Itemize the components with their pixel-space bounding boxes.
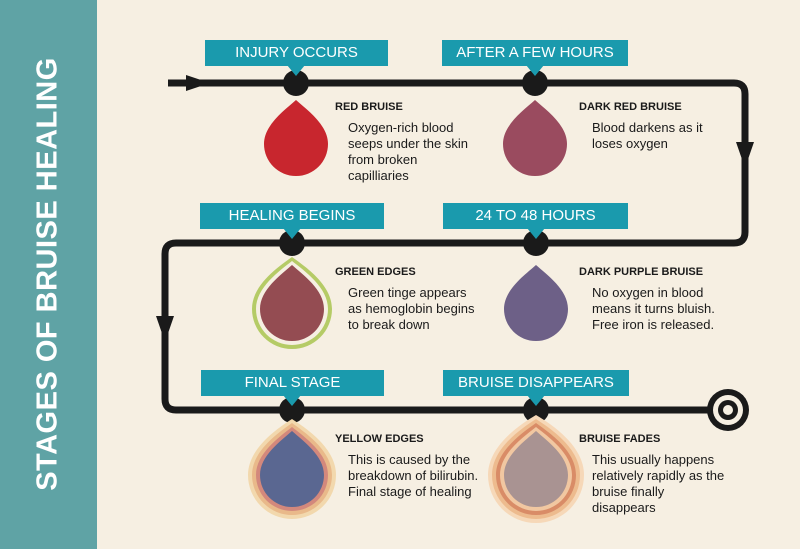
stage-label-after-a-few-hours: AFTER A FEW HOURS bbox=[442, 40, 628, 66]
stage-label-injury-occurs: INJURY OCCURS bbox=[205, 40, 388, 66]
stage-desc-yellow-edges: This is caused by the breakdown of bilir… bbox=[348, 452, 479, 499]
stage-label-text: HEALING BEGINS bbox=[228, 207, 356, 224]
stage-label-text: AFTER A FEW HOURS bbox=[456, 44, 614, 61]
tab-pointer-icon bbox=[527, 395, 545, 406]
stage-label-text: BRUISE DISAPPEARS bbox=[458, 374, 614, 391]
stage-title-green-edges: GREEN EDGES bbox=[335, 266, 416, 278]
bruise-icon bbox=[504, 265, 568, 341]
stage-title-red-bruise: RED BRUISE bbox=[335, 101, 403, 113]
sidebar: STAGES OF BRUISE HEALING bbox=[0, 0, 97, 549]
timeline-node bbox=[279, 397, 305, 423]
stage-title-dark-purple-bruise: DARK PURPLE BRUISE bbox=[579, 266, 704, 278]
stage-label-text: INJURY OCCURS bbox=[235, 44, 358, 61]
bruise-icon bbox=[260, 265, 324, 341]
timeline-node bbox=[279, 230, 305, 256]
timeline-node bbox=[523, 230, 549, 256]
bruise-icon bbox=[264, 100, 328, 176]
bruise-icon bbox=[503, 100, 567, 176]
stage-title-bruise-fades: BRUISE FADES bbox=[579, 433, 661, 445]
stage-label-bruise-disappears: BRUISE DISAPPEARS bbox=[443, 370, 629, 396]
bruise-icon bbox=[260, 431, 324, 507]
down-arrow-icon bbox=[736, 142, 754, 168]
stage-desc-green-edges: Green tinge appears as hemoglobin begins… bbox=[348, 285, 475, 332]
target-center bbox=[723, 405, 733, 415]
timeline-node bbox=[283, 70, 309, 96]
timeline-node bbox=[522, 70, 548, 96]
stage-label-text: 24 TO 48 HOURS bbox=[475, 207, 596, 224]
stage-desc-bruise-fades: This usually happens relatively rapidly … bbox=[592, 452, 725, 515]
stage-desc-dark-red-bruise: Blood darkens as it loses oxygen bbox=[592, 120, 703, 151]
flow-line bbox=[161, 79, 749, 414]
stage-title-dark-red-bruise: DARK RED BRUISE bbox=[579, 101, 682, 113]
stage-label-text: FINAL STAGE bbox=[244, 374, 341, 391]
bruise-icon bbox=[504, 431, 568, 507]
tab-pointer-icon bbox=[526, 65, 544, 76]
tab-pointer-icon bbox=[527, 228, 545, 239]
stage-label-24-to-48-hours: 24 TO 48 HOURS bbox=[443, 203, 628, 229]
stage-label-final-stage: FINAL STAGE bbox=[201, 370, 384, 396]
stage-desc-red-bruise: Oxygen-rich blood seeps under the skin f… bbox=[348, 120, 468, 183]
tab-pointer-icon bbox=[287, 65, 305, 76]
stage-title-yellow-edges: YELLOW EDGES bbox=[335, 433, 424, 445]
tab-pointer-icon bbox=[283, 395, 301, 406]
tab-pointer-icon bbox=[283, 228, 301, 239]
stage-desc-dark-purple-bruise: No oxygen in blood means it turns bluish… bbox=[592, 285, 715, 332]
down-arrow-icon bbox=[156, 316, 174, 342]
timeline-node bbox=[523, 397, 549, 423]
start-arrow-icon bbox=[186, 75, 210, 91]
stage-label-healing-begins: HEALING BEGINS bbox=[200, 203, 384, 229]
